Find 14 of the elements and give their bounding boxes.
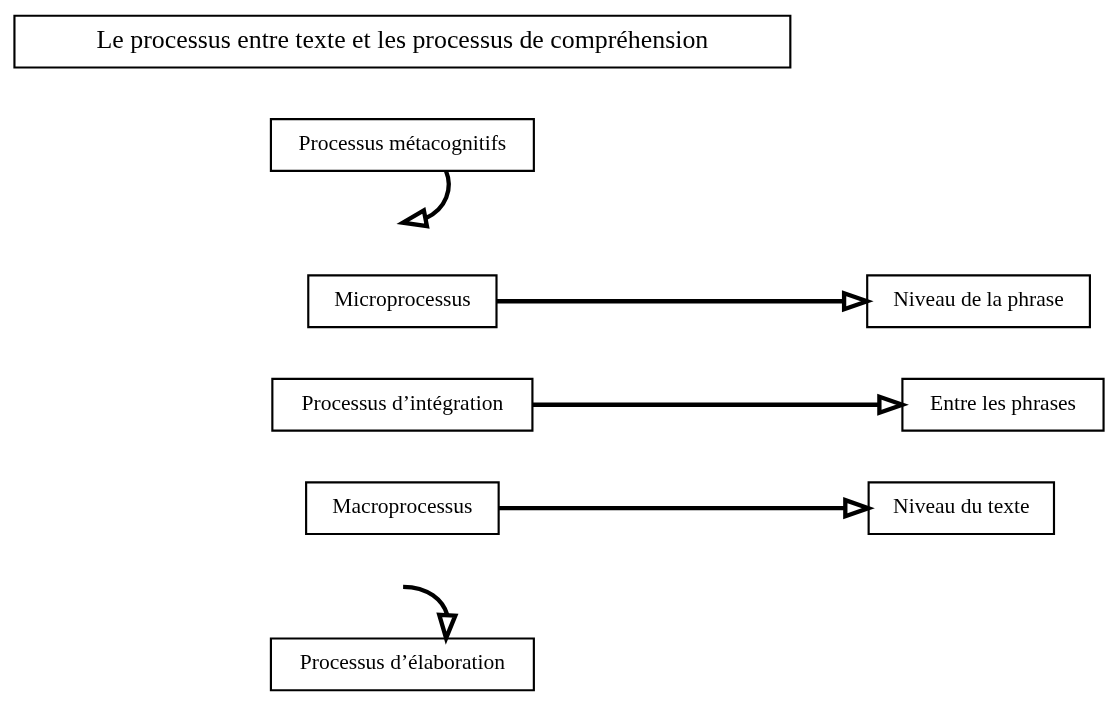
node-box: Macroprocessus [305,480,500,535]
arrow [499,496,875,519]
arrow [396,169,451,229]
node-box: Processus d’intégration [271,377,534,432]
node-box: Niveau du texte [867,480,1056,535]
node-box: Entre les phrases [901,377,1105,432]
node-box: Niveau de la phrase [866,273,1091,328]
node-box: Processus d’élaboration [269,636,535,691]
arrow [532,393,909,416]
node-box: Processus métacognitifs [269,117,535,172]
arrow [496,289,874,312]
arrow [403,584,459,645]
node-box: Le processus entre texte et les processus de compréhension [13,14,792,69]
node-box: Microprocessus [307,273,498,328]
